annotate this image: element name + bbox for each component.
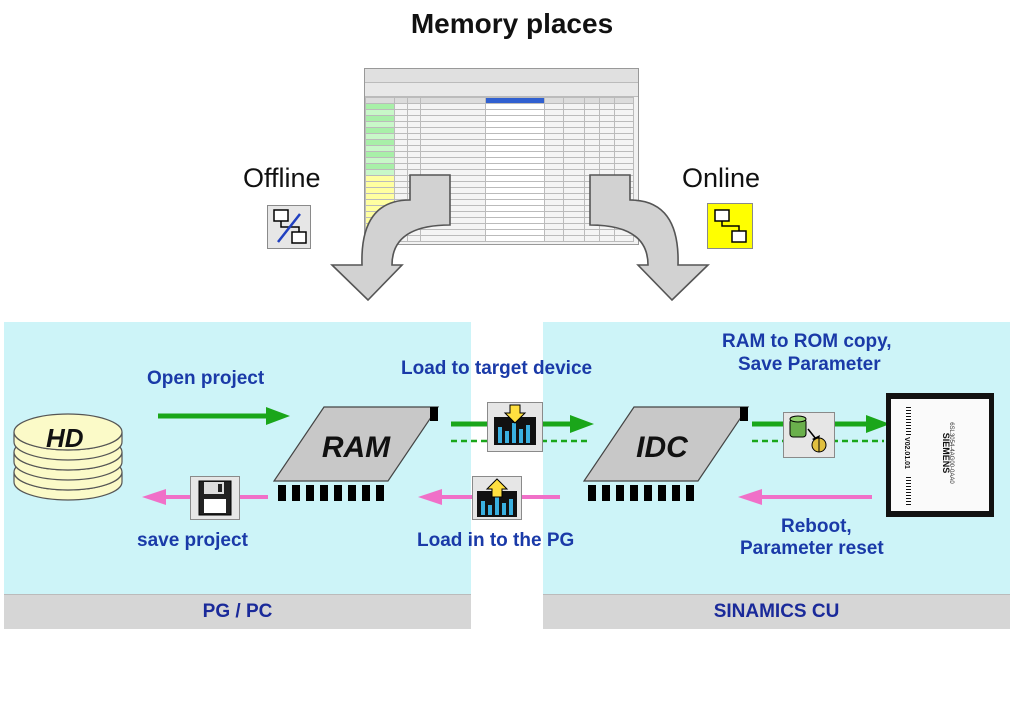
page-title: Memory places	[410, 8, 614, 39]
sinamics-footer: SINAMICS CU	[543, 594, 1010, 629]
curved-arrows	[330, 174, 710, 302]
offline-network-icon[interactable]	[267, 205, 311, 249]
hd-label: HD	[46, 423, 84, 453]
offline-curved-arrow	[330, 174, 451, 302]
online-curved-arrow	[589, 174, 710, 302]
online-network-icon[interactable]	[707, 203, 753, 249]
load-to-pg-icon[interactable]	[472, 476, 522, 520]
card-part-number: 6SL3054-4AG00-0AA0	[948, 422, 954, 484]
load-pg-label: Load in to the PG	[417, 530, 575, 551]
idc-chip: IDC	[582, 406, 750, 501]
ram-chip: RAM	[272, 406, 440, 501]
hd-disk-stack	[13, 413, 123, 501]
floppy-disk-icon[interactable]	[190, 476, 240, 520]
ram-to-rom-icon[interactable]	[783, 412, 835, 458]
idc-label: IDC	[636, 431, 689, 464]
open-project-label: Open project	[147, 368, 265, 389]
online-label: Online	[682, 163, 761, 193]
ram-label: RAM	[322, 431, 391, 464]
reboot-arrow	[738, 489, 872, 505]
offline-label: Offline	[243, 163, 321, 193]
load-to-target-icon[interactable]	[487, 402, 543, 452]
ram-rom-label-line1: RAM to ROM copy,	[722, 331, 892, 352]
ram-rom-label-line2: Save Parameter	[738, 354, 881, 375]
load-target-label: Load to target device	[401, 358, 593, 379]
pg-pc-footer: PG / PC	[4, 594, 471, 629]
reboot-label-line2: Parameter reset	[740, 538, 884, 559]
memory-card: SIEMENS 6SL3054-4AG00-0AA0 V02.01.01	[886, 393, 994, 517]
reboot-label-line1: Reboot,	[781, 516, 852, 537]
open-project-arrow	[158, 407, 290, 425]
save-project-label: save project	[137, 530, 248, 551]
